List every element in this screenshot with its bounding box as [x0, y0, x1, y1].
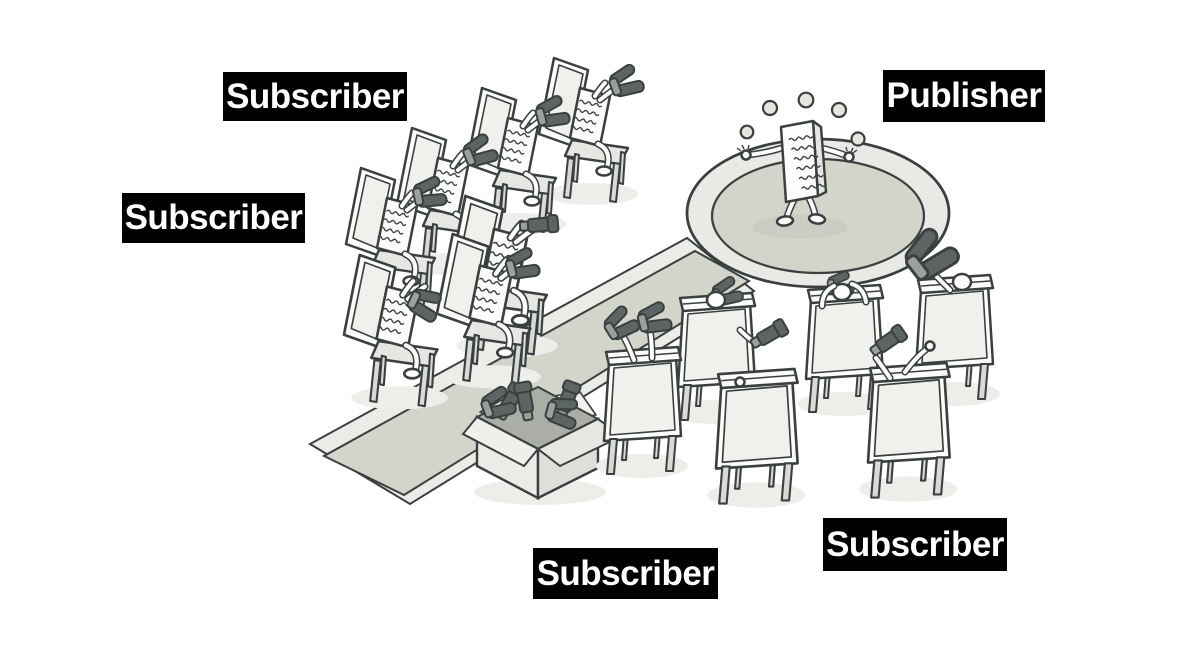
subscriber-group-bottom-right	[796, 219, 1002, 504]
juggling-ball	[797, 91, 815, 109]
publisher-right-hand	[843, 151, 855, 163]
juggling-balls	[739, 91, 866, 147]
subscriber-chair	[344, 255, 448, 409]
juggling-ball	[850, 131, 866, 147]
subscriber-hand	[924, 340, 936, 352]
publisher-figure	[736, 119, 858, 227]
label-publisher: Publisher	[883, 70, 1045, 122]
label-subscriber-left: Subscriber	[122, 193, 305, 243]
subscriber-head	[951, 272, 973, 292]
subscriber-group-bottom-center	[594, 272, 807, 510]
label-subscriber-bottom-right: Subscriber	[823, 518, 1007, 571]
subscriber-chair	[858, 361, 959, 504]
publisher-document-body	[779, 119, 820, 204]
label-subscriber-bottom-center: Subscriber	[533, 548, 718, 599]
juggling-ball	[830, 101, 848, 119]
binoculars-box	[461, 378, 624, 505]
juggling-ball	[739, 124, 755, 140]
subscriber-head	[705, 290, 727, 310]
juggling-ball	[761, 99, 779, 117]
publisher-spot-shadow	[752, 215, 848, 239]
telescope-icon	[747, 317, 791, 353]
subscriber-chair	[706, 367, 807, 510]
subscriber-hand	[734, 376, 746, 388]
publisher-left-hand	[740, 149, 752, 161]
label-subscriber-top-left: Subscriber	[223, 72, 407, 121]
subscriber-chair	[594, 345, 690, 480]
